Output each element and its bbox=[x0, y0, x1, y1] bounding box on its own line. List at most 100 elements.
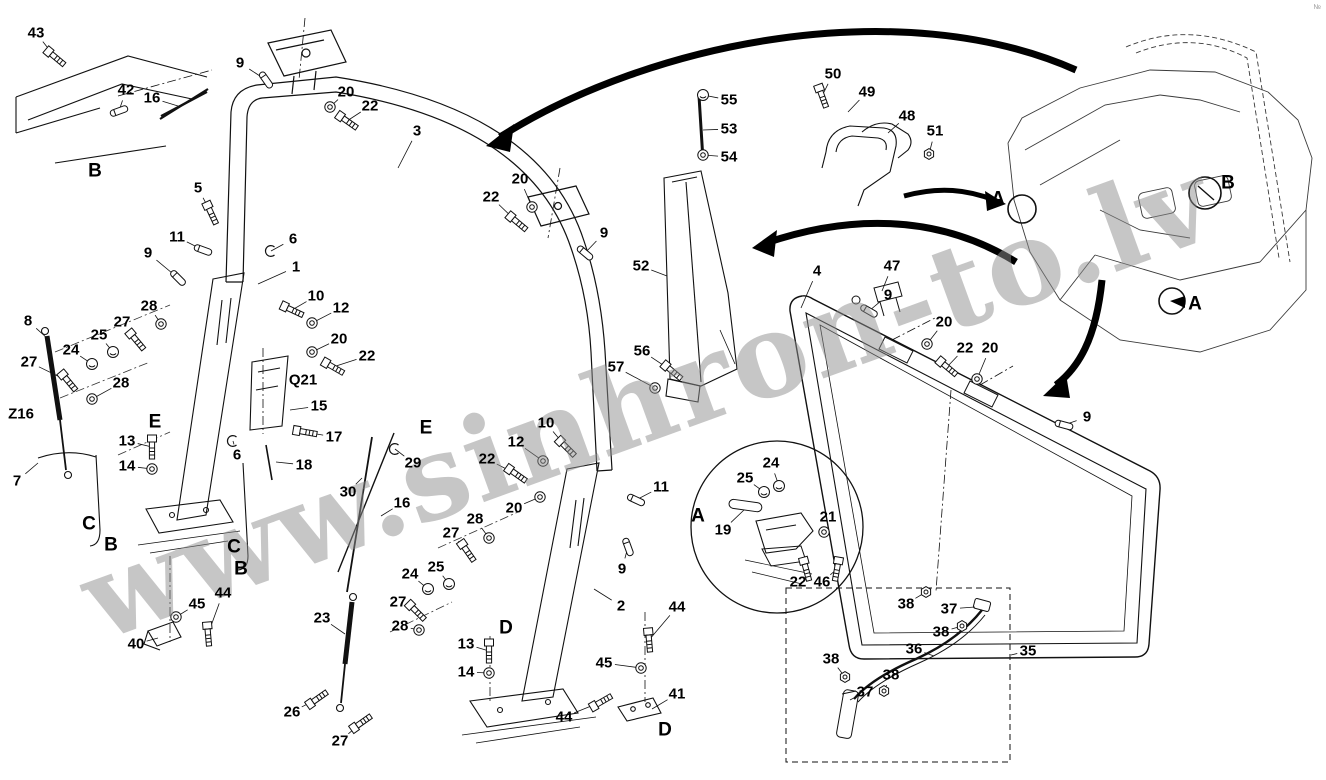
leader-line bbox=[270, 243, 284, 252]
part-callout-25: 25 bbox=[736, 469, 754, 487]
gas-struts-rods bbox=[40, 326, 395, 713]
part-callout-11: 11 bbox=[653, 478, 669, 496]
leader-line bbox=[887, 123, 900, 134]
part-callout-9: 9 bbox=[235, 54, 245, 72]
leader-line bbox=[730, 509, 745, 523]
part-callout-20: 20 bbox=[511, 170, 529, 188]
part-callout-40: 40 bbox=[127, 635, 145, 653]
detail-label-a: A bbox=[991, 188, 1005, 210]
part-callout-12: 12 bbox=[332, 299, 350, 317]
part-callout-20: 20 bbox=[505, 499, 523, 517]
part-callout-28: 28 bbox=[466, 510, 484, 528]
leader-line bbox=[959, 606, 976, 609]
leader-line bbox=[881, 276, 889, 292]
rear-window-part4 bbox=[789, 295, 1161, 660]
part-callout-27: 27 bbox=[442, 524, 460, 542]
detail-label-c: C bbox=[82, 513, 96, 535]
part-callout-46: 46 bbox=[813, 573, 831, 591]
leader-line bbox=[146, 637, 159, 642]
part-callout-9: 9 bbox=[617, 560, 627, 578]
part-callout-q21: Q21 bbox=[288, 371, 318, 389]
part-callout-25: 25 bbox=[90, 326, 108, 344]
left-leg-part1 bbox=[37, 272, 289, 571]
part-callout-50: 50 bbox=[824, 65, 842, 83]
corner-note: № bbox=[1313, 4, 1321, 11]
part-callout-6: 6 bbox=[232, 446, 242, 464]
leader-line bbox=[651, 269, 668, 277]
part-callout-45: 45 bbox=[595, 654, 613, 672]
part-callout-16: 16 bbox=[143, 89, 161, 107]
part-callout-44: 44 bbox=[668, 598, 686, 616]
leader-line bbox=[35, 328, 48, 339]
part-callout-24: 24 bbox=[62, 341, 80, 359]
detail-label-e: E bbox=[148, 411, 162, 433]
part-callout-28: 28 bbox=[391, 617, 409, 635]
leader-line bbox=[25, 462, 39, 475]
center-post-part52 bbox=[663, 95, 738, 403]
hinge-47 bbox=[851, 281, 903, 317]
detail-label-d: D bbox=[499, 617, 513, 639]
part-callout-54: 54 bbox=[720, 148, 738, 166]
detail-label-c: C bbox=[227, 536, 241, 558]
callout-overlay bbox=[25, 41, 1077, 735]
part-callout-18: 18 bbox=[295, 456, 313, 474]
part-callout-6: 6 bbox=[288, 230, 298, 248]
part-callout-35: 35 bbox=[1019, 642, 1037, 660]
part-callout-44: 44 bbox=[555, 708, 573, 726]
part-callout-55: 55 bbox=[720, 91, 738, 109]
part-callout-42: 42 bbox=[117, 81, 135, 99]
part-callout-4: 4 bbox=[812, 262, 822, 280]
part-callout-53: 53 bbox=[720, 120, 738, 138]
part-callout-15: 15 bbox=[310, 397, 328, 415]
part-callout-13: 13 bbox=[118, 432, 136, 450]
part-callout-27: 27 bbox=[113, 313, 131, 331]
leader-line bbox=[593, 588, 612, 601]
part-callout-5: 5 bbox=[193, 179, 203, 197]
detail-label-b: B bbox=[104, 534, 118, 556]
leader-line bbox=[397, 140, 413, 169]
detail-label-a: A bbox=[691, 505, 705, 527]
detail-label-e: E bbox=[419, 417, 433, 439]
part-callout-57: 57 bbox=[607, 358, 625, 376]
part-callout-9: 9 bbox=[599, 224, 609, 242]
part-callout-38: 38 bbox=[932, 623, 950, 641]
detail-label-b: B bbox=[234, 558, 248, 580]
leader-line bbox=[380, 508, 393, 517]
part-callout-41: 41 bbox=[668, 685, 686, 703]
part-callout-27: 27 bbox=[331, 732, 349, 750]
part-callout-9: 9 bbox=[1082, 408, 1092, 426]
part-callout-23: 23 bbox=[313, 609, 331, 627]
part-callout-8: 8 bbox=[23, 312, 33, 330]
part-callout-26: 26 bbox=[283, 703, 301, 721]
part-callout-22: 22 bbox=[482, 188, 500, 206]
part-callout-21: 21 bbox=[819, 508, 837, 526]
part-callout-52: 52 bbox=[632, 257, 650, 275]
part-callout-9: 9 bbox=[143, 244, 153, 262]
part-callout-44: 44 bbox=[214, 584, 232, 602]
leader-line bbox=[800, 280, 814, 309]
leader-line bbox=[651, 699, 668, 710]
part-callout-11: 11 bbox=[169, 228, 185, 246]
part-callout-3: 3 bbox=[412, 122, 422, 140]
part-callout-z16: Z16 bbox=[8, 405, 34, 423]
part-callout-20: 20 bbox=[935, 313, 953, 331]
part-callout-38: 38 bbox=[882, 666, 900, 684]
part-callout-24: 24 bbox=[401, 565, 419, 583]
leader-line bbox=[849, 696, 856, 701]
part-callout-12: 12 bbox=[507, 433, 525, 451]
part-callout-28: 28 bbox=[112, 374, 130, 392]
detail-label-d: D bbox=[658, 719, 672, 741]
part-callout-38: 38 bbox=[897, 595, 915, 613]
part-callout-45: 45 bbox=[188, 595, 206, 613]
leader-line bbox=[394, 448, 405, 457]
leader-line bbox=[355, 477, 363, 485]
latch-bracket-assy bbox=[821, 122, 912, 207]
part-callout-48: 48 bbox=[898, 107, 916, 125]
part-callout-20: 20 bbox=[981, 339, 999, 357]
part-callout-9: 9 bbox=[883, 286, 893, 304]
vehicle-sketch bbox=[1007, 34, 1313, 353]
part-callout-22: 22 bbox=[789, 573, 807, 591]
part-callout-37: 37 bbox=[940, 600, 958, 618]
part-callout-10: 10 bbox=[307, 287, 325, 305]
